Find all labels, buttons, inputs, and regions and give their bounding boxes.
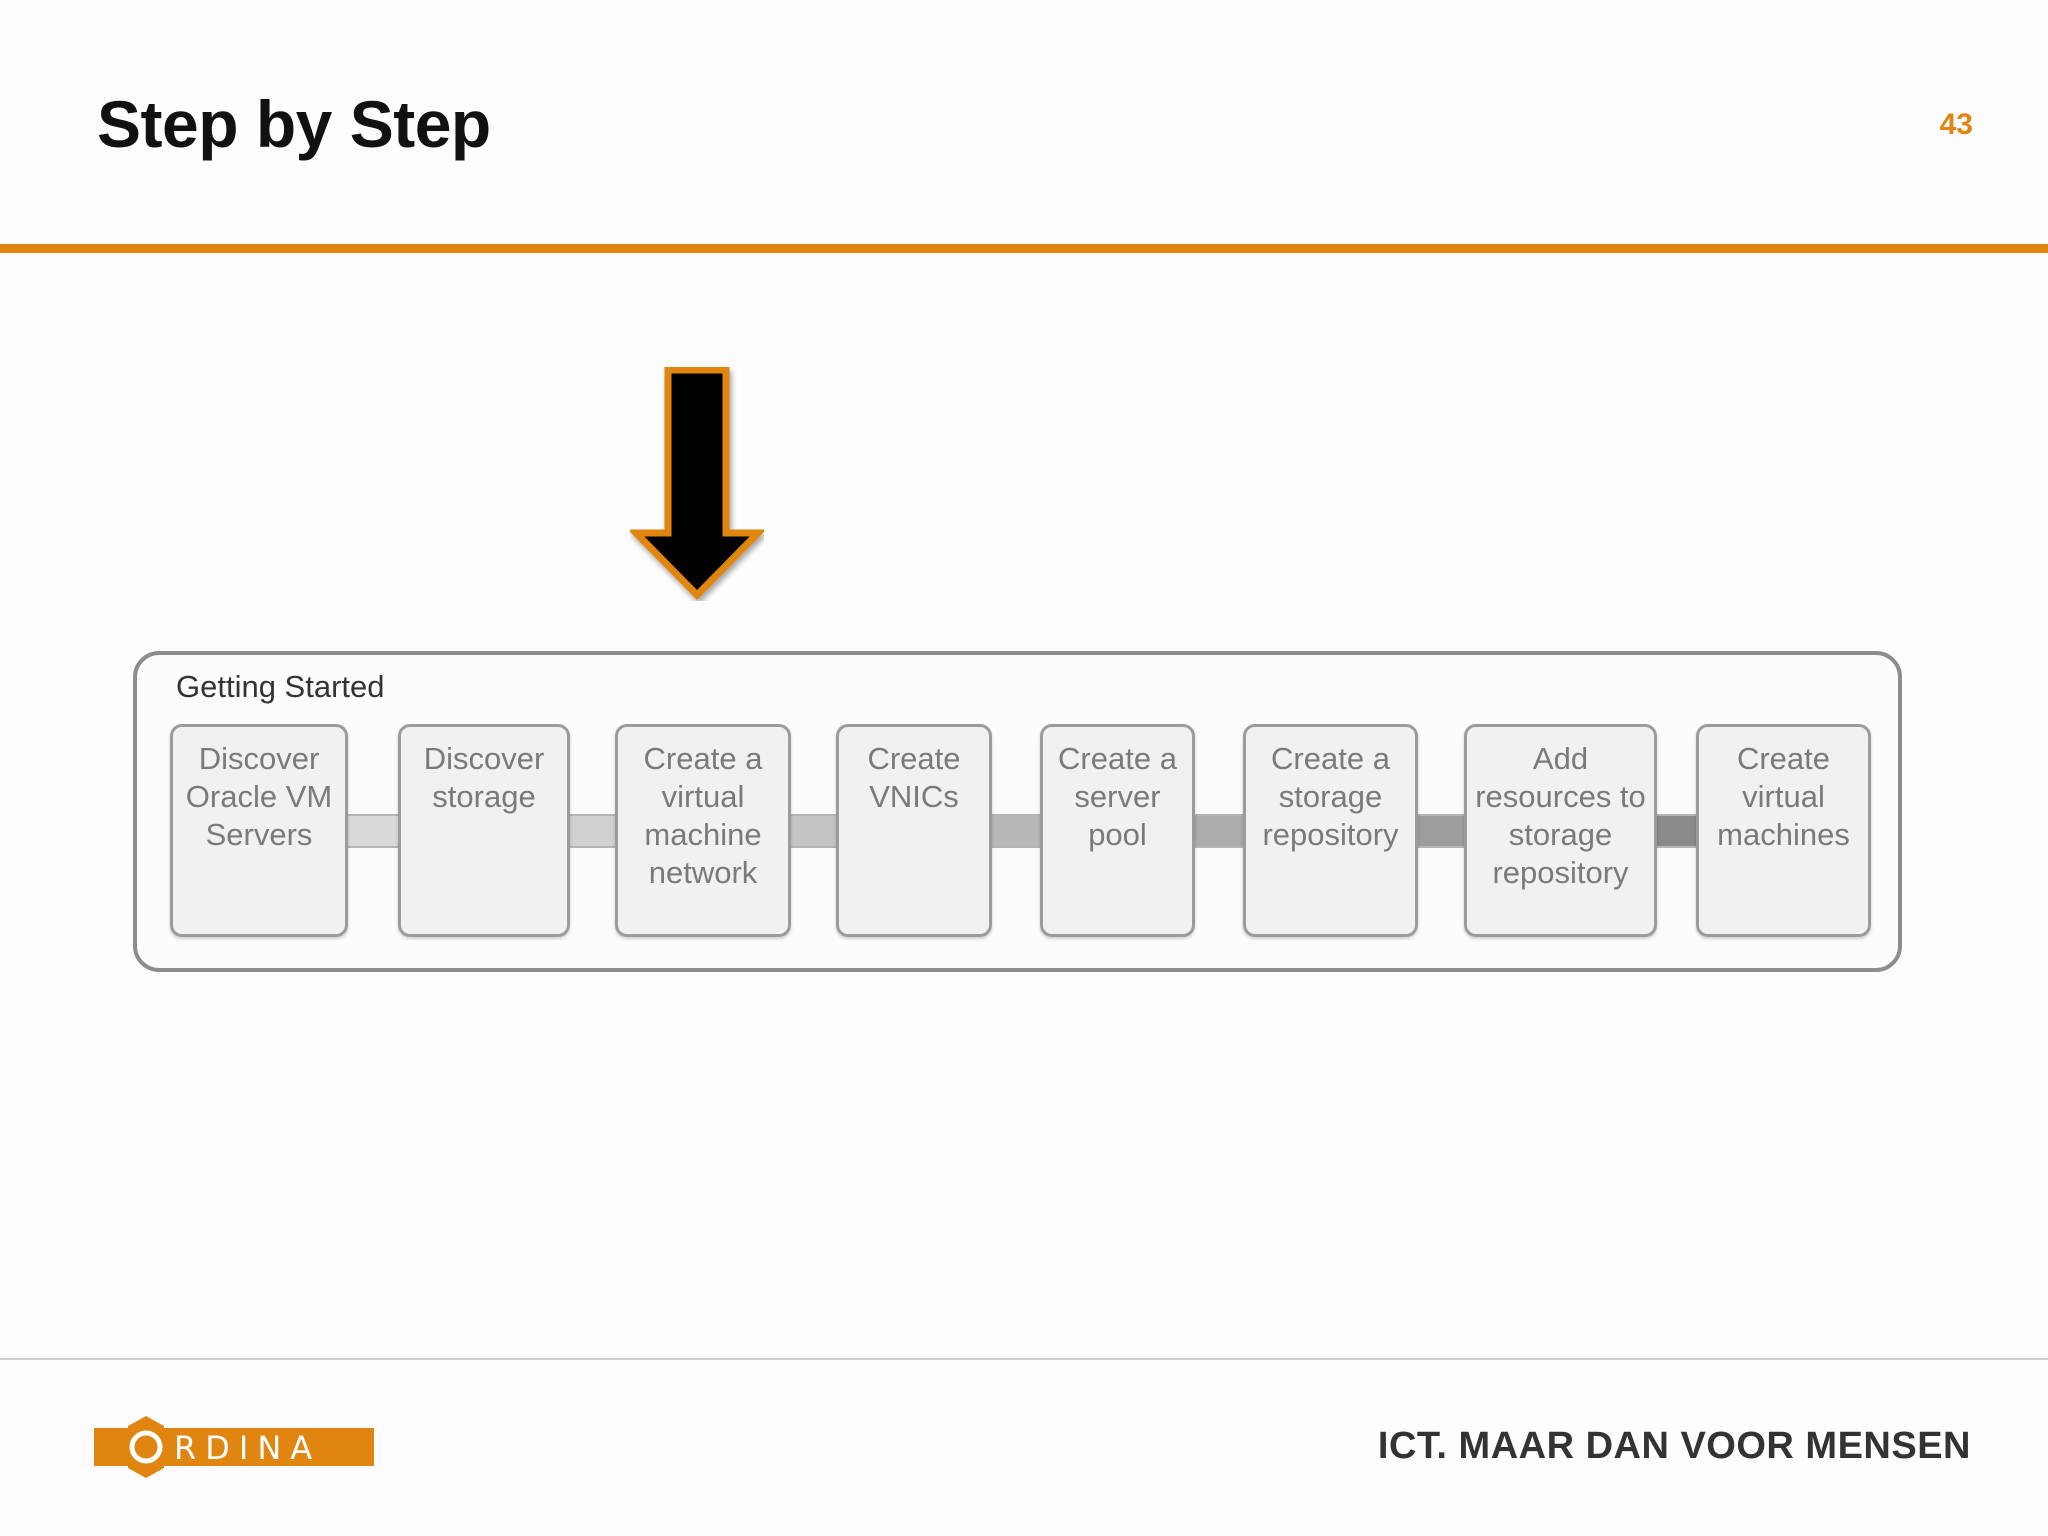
step-label: Create a virtual machine network (643, 741, 763, 890)
step-discover-servers[interactable]: Discover Oracle VM Servers (170, 724, 348, 937)
step-create-vnics[interactable]: Create VNICs (836, 724, 992, 937)
footer-divider (0, 1358, 2048, 1360)
step-label: Add resources to storage repository (1475, 741, 1646, 890)
step-label: Discover storage (423, 741, 545, 814)
header-divider (0, 244, 2048, 253)
getting-started-panel: Getting Started Discover Oracle VM Serve… (133, 651, 1902, 972)
step-create-server-pool[interactable]: Create a server pool (1040, 724, 1195, 937)
svg-text:RDINA: RDINA (174, 1429, 321, 1467)
step-label: Create a server pool (1058, 741, 1177, 852)
step-label: Create VNICs (867, 741, 961, 814)
panel-title: Getting Started (176, 669, 385, 704)
connector-5 (1195, 814, 1243, 848)
connector-4 (992, 814, 1040, 848)
step-label: Create a storage repository (1262, 741, 1399, 852)
connector-6 (1418, 814, 1464, 848)
connector-1 (348, 814, 398, 848)
tagline: ICT. MAAR DAN VOOR MENSEN (1377, 1425, 1971, 1467)
step-create-virtual-machines[interactable]: Create virtual machines (1696, 724, 1871, 937)
step-label: Discover Oracle VM Servers (185, 741, 333, 852)
step-create-vm-network[interactable]: Create a virtual machine network (615, 724, 791, 937)
ordina-logo: RDINA (94, 1416, 374, 1478)
page-number: 43 (1939, 108, 1973, 141)
down-arrow-icon (630, 367, 764, 600)
step-label: Create virtual machines (1717, 741, 1850, 852)
connector-7 (1657, 814, 1696, 848)
step-add-resources[interactable]: Add resources to storage repository (1464, 724, 1657, 937)
connector-3 (791, 814, 836, 848)
page-title: Step by Step (97, 87, 491, 161)
step-discover-storage[interactable]: Discover storage (398, 724, 570, 937)
step-create-storage-repository[interactable]: Create a storage repository (1243, 724, 1418, 937)
connector-2 (570, 814, 615, 848)
